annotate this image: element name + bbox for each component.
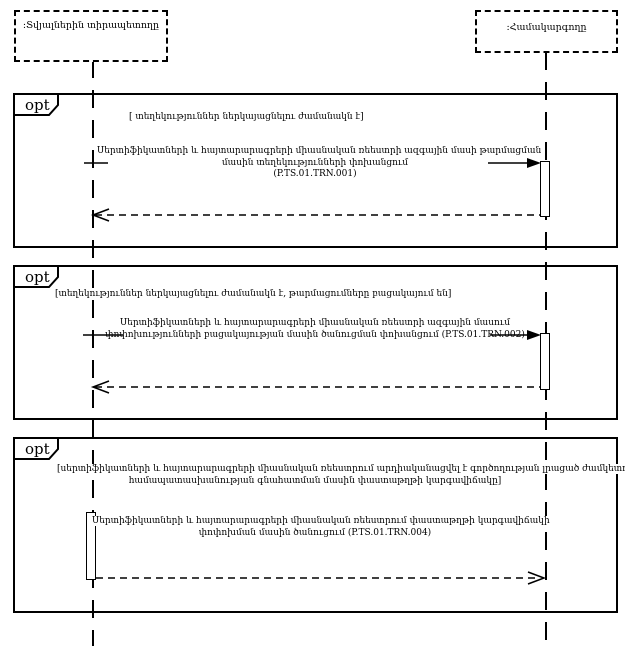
message-text-line: Սերտիֆիկատների և հայտարարագրերի միասնակա… bbox=[95, 146, 544, 156]
actor-box-coordinator: :Համակարգողը bbox=[475, 10, 618, 53]
message-text-line: փոփոխման մասին ծանուցում (P.TS.01.TRN.00… bbox=[196, 527, 434, 538]
message-label-fragment-2: Սերտիֆիկատների և հայտարարագրերի միասնակա… bbox=[95, 318, 535, 341]
opt-operator-label: opt bbox=[25, 268, 50, 286]
activation-bar-right-1 bbox=[540, 161, 550, 217]
lifeline-left-actor bbox=[92, 60, 94, 646]
actor-label-coordinator: :Համակարգողը bbox=[506, 22, 587, 33]
guard-fragment-2: [տեղեկություններ ներկայացնելու ժամանակն … bbox=[53, 289, 454, 301]
message-label-fragment-1: Սերտիֆիկատների և հայտարարագրերի միասնակա… bbox=[95, 146, 544, 181]
activation-bar-left-3 bbox=[86, 512, 96, 580]
message-label-fragment-3: Սերտիֆիկատների և հայտարարագրերի միասնակա… bbox=[90, 516, 552, 539]
activation-bar-right-2 bbox=[540, 333, 550, 390]
actor-label-data-owner: :Տվյալներին տիրապետողը bbox=[22, 20, 160, 31]
opt-fragment-1: opt bbox=[13, 93, 618, 248]
message-text-line: Սերտիֆիկատների և հայտարարագրերի միասնակա… bbox=[117, 318, 512, 328]
guard-text: [տեղեկություններ ներկայացնելու ժամանակն … bbox=[53, 289, 454, 299]
opt-operator-label: opt bbox=[25, 96, 50, 114]
message-text-line: Սերտիֆիկատների և հայտարարագրերի միասնակա… bbox=[90, 516, 552, 526]
opt-tab-shape bbox=[13, 265, 59, 288]
opt-fragment-3: opt bbox=[13, 437, 618, 613]
message-text-line: փոփոխությունների բացակայության մասին ծան… bbox=[103, 329, 527, 340]
guard-text-line: համապատասխանության գնահատման մասին փաստա… bbox=[126, 475, 504, 486]
opt-tab-shape bbox=[13, 437, 59, 460]
opt-tab-shape bbox=[13, 93, 59, 116]
guard-text: [ տեղեկություններ ներկայացնելու ժամանակն… bbox=[127, 112, 366, 122]
message-text-line: մասին տեղեկությունների փոխանցում bbox=[219, 157, 411, 168]
guard-fragment-1: [ տեղեկություններ ներկայացնելու ժամանակն… bbox=[127, 112, 366, 124]
opt-operator-label: opt bbox=[25, 440, 50, 458]
guard-fragment-3: [սերտիֆիկատների և հայտարարագրերի միասնակ… bbox=[55, 464, 625, 487]
guard-text-line: [սերտիֆիկատների և հայտարարագրերի միասնակ… bbox=[55, 464, 625, 476]
actor-box-data-owner: :Տվյալներին տիրապետողը bbox=[14, 10, 168, 62]
message-code-line: (P.TS.01.TRN.001) bbox=[271, 169, 359, 179]
opt-fragment-2: opt bbox=[13, 265, 618, 420]
